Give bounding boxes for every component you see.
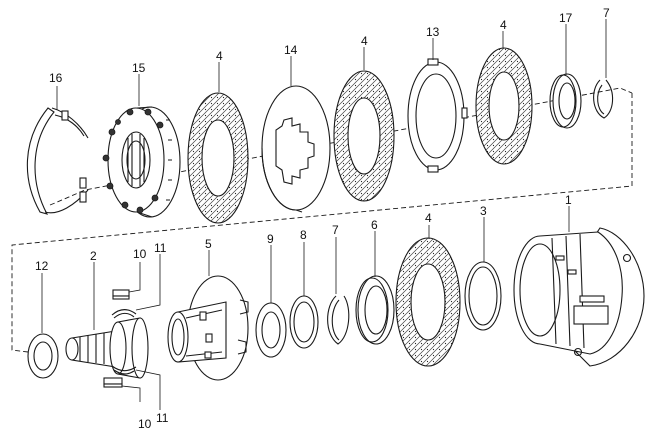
part-13-tabbed-plate [407,58,468,173]
callout-16: 16 [49,71,63,85]
part-4-friction-disc-b [333,70,395,202]
callout-4-d: 4 [425,211,432,225]
part-4-friction-disc-d [395,237,461,367]
callout-2: 2 [90,249,97,263]
callout-14: 14 [284,43,298,57]
part-14-steel-plate [261,85,331,213]
part-6-seal [355,275,395,345]
callout-labels: 16 15 4 14 4 13 4 17 7 12 2 10 11 5 9 8 … [35,6,610,431]
callout-11-lower: 11 [156,411,169,425]
part-15-clutch-carrier [102,106,181,218]
callout-5: 5 [205,237,212,251]
callout-9: 9 [267,232,274,246]
callout-10-upper: 10 [133,247,147,261]
part-11-clip-lower [111,365,137,375]
callout-7-a: 7 [603,6,610,20]
part-3-ring [464,261,502,331]
callout-4-b: 4 [361,34,368,48]
part-16-spring-ring [26,107,89,215]
part-8-washer [289,295,319,349]
callout-13: 13 [426,25,440,39]
callout-12: 12 [35,259,49,273]
leader-lines [41,19,607,410]
callout-15: 15 [132,61,146,75]
callout-11-upper: 11 [154,241,167,255]
part-2-shaft [65,317,149,379]
part-1-housing [513,227,645,367]
part-11-clip-upper [111,309,137,319]
part-9-washer [255,302,287,358]
part-17-seal [549,73,582,129]
part-4-friction-disc-a [187,92,249,224]
part-10-key-upper [112,289,130,300]
callout-1: 1 [565,193,572,207]
callout-17: 17 [559,11,573,25]
callout-4-a: 4 [216,49,223,63]
assembly-axis-line [11,87,633,353]
callout-7-b: 7 [332,223,339,237]
part-4-friction-disc-c [475,47,533,165]
callout-10-lower: 10 [138,417,152,431]
part-5-hub [167,275,249,381]
callout-4-c: 4 [500,18,507,32]
callout-6: 6 [371,218,378,232]
part-7-snap-ring-b [327,295,350,345]
part-10-key-lower [103,377,123,388]
callout-3: 3 [480,204,487,218]
callout-8: 8 [300,228,307,242]
part-12-thrust-washer [27,333,59,379]
part-7-snap-ring-a [593,79,614,119]
